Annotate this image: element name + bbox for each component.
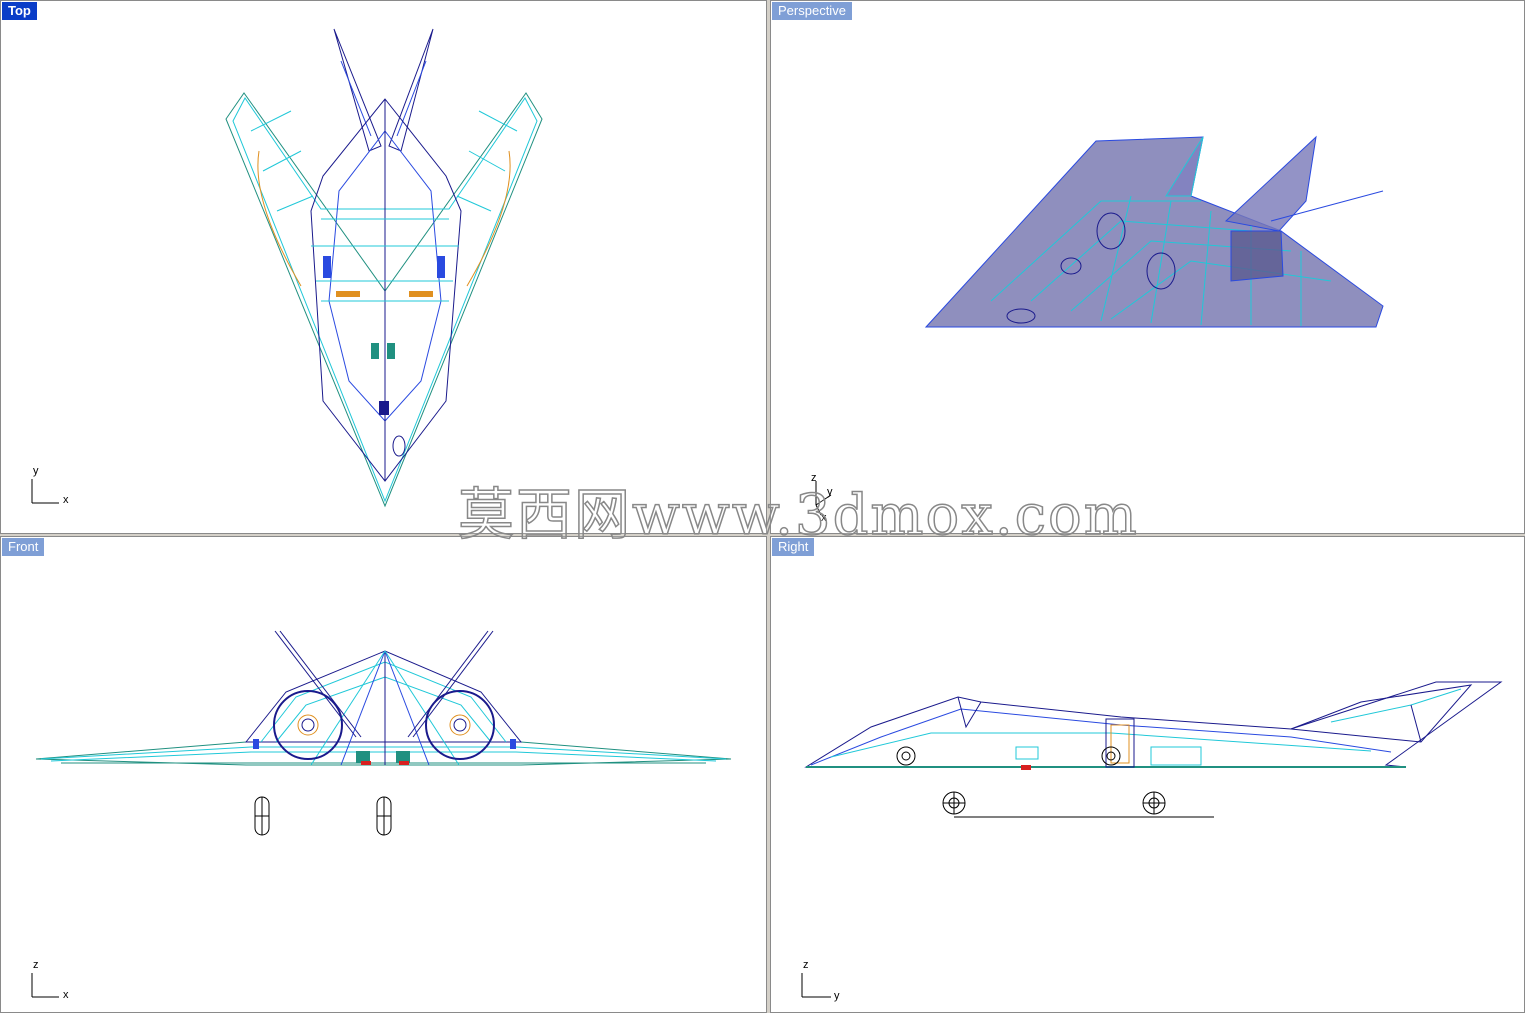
right-view-wireframe	[801, 681, 1503, 998]
viewport-right[interactable]: Right z y	[770, 536, 1525, 1013]
axis-label-y: y	[33, 465, 39, 477]
perspective-view-model	[815, 135, 1384, 516]
axis-gizmo-icon	[31, 479, 59, 504]
top-view-wireframe	[31, 28, 543, 508]
axis-label-z: z	[33, 959, 39, 971]
viewport-perspective[interactable]: Perspective z y x	[770, 0, 1525, 534]
viewport-label-top[interactable]: Top	[2, 2, 37, 20]
axis-label-x: x	[63, 494, 69, 506]
viewport-top[interactable]: Top y x	[0, 0, 767, 534]
viewport-label-front[interactable]: Front	[2, 538, 45, 556]
axis-label-z: z	[803, 959, 809, 971]
axis-label-x: x	[821, 512, 827, 524]
axis-gizmo-icon	[801, 973, 831, 998]
axis-label-y: y	[834, 990, 840, 1002]
axis-label-y: y	[827, 486, 833, 498]
viewport-front[interactable]: Front z x	[0, 536, 767, 1013]
axis-gizmo-icon	[815, 481, 832, 516]
axis-label-x: x	[63, 989, 69, 1001]
front-view-wireframe	[31, 630, 732, 998]
viewport-label-perspective[interactable]: Perspective	[772, 2, 852, 20]
axis-label-z: z	[811, 472, 817, 484]
axis-gizmo-icon	[31, 973, 59, 998]
viewport-label-right[interactable]: Right	[772, 538, 815, 556]
